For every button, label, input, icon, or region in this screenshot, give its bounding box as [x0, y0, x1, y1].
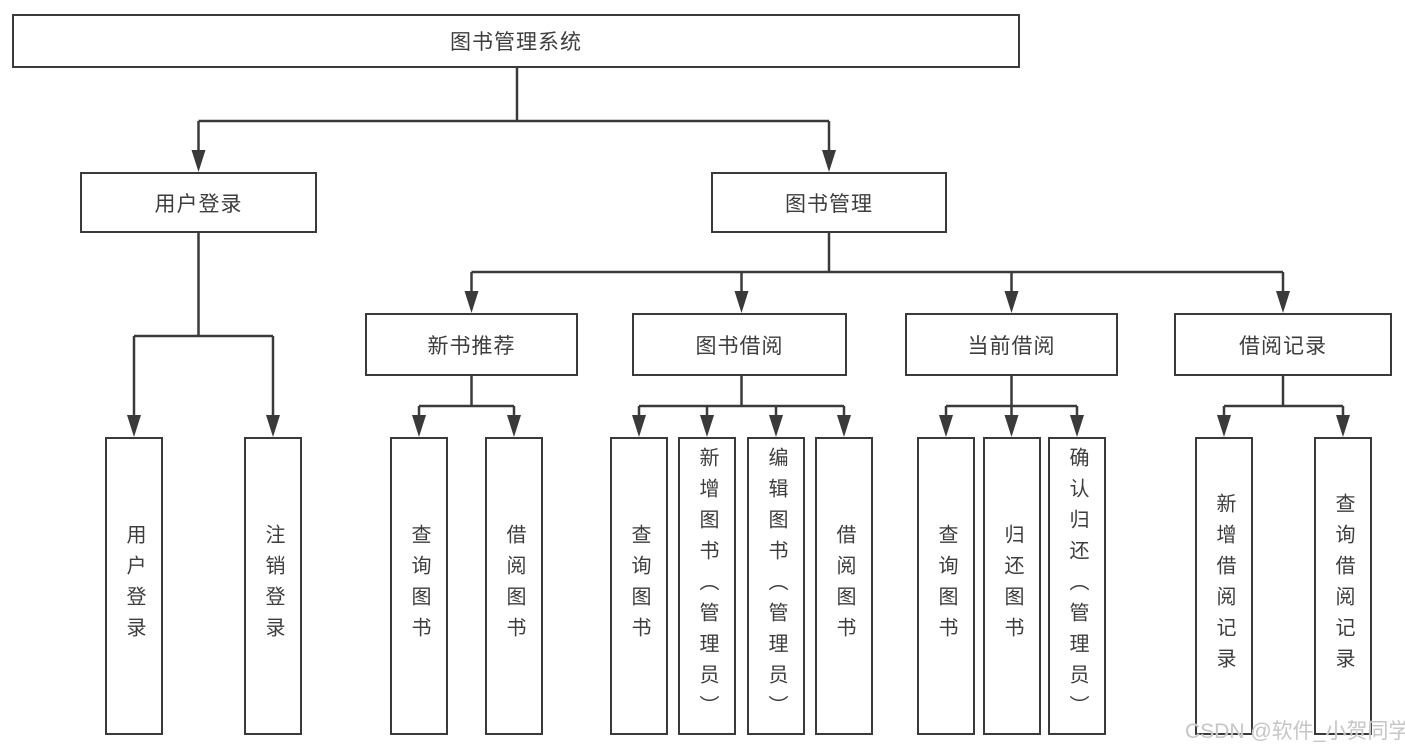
leaf-logout: 注销登录: [244, 437, 302, 735]
leaf-label: 借阅图书: [833, 524, 855, 648]
leaf-label: 归还图书: [1001, 524, 1023, 648]
csdn-watermark: CSDN @软件_小贺同学: [1185, 720, 1405, 743]
node-borrow-records: 借阅记录: [1174, 313, 1392, 376]
node-current-borrow: 当前借阅: [905, 313, 1118, 376]
leaf-label: 注销登录: [262, 524, 284, 648]
leaf-label: 确认归还（管理员）: [1066, 446, 1088, 726]
node-root-system: 图书管理系统: [12, 14, 1020, 68]
node-book-management-branch: 图书管理: [711, 172, 947, 233]
leaf-label: 查询图书: [408, 524, 430, 648]
node-new-book-recommend: 新书推荐: [365, 313, 578, 376]
leaf-borrow-borrow-books: 借阅图书: [815, 437, 873, 735]
leaf-borrow-edit-books-admin: 编辑图书（管理员）: [747, 437, 805, 735]
node-user-login-branch: 用户登录: [80, 172, 317, 233]
leaf-label: 查询图书: [628, 524, 650, 648]
leaf-current-return-books: 归还图书: [983, 437, 1041, 735]
leaf-label: 用户登录: [123, 524, 145, 648]
leaf-user-login: 用户登录: [105, 437, 163, 735]
leaf-label: 编辑图书（管理员）: [765, 446, 787, 726]
leaf-borrow-query-books: 查询图书: [610, 437, 668, 735]
node-book-borrow: 图书借阅: [632, 313, 847, 376]
leaf-label: 新增借阅记录: [1213, 493, 1235, 679]
leaf-borrow-add-books-admin: 新增图书（管理员）: [678, 437, 736, 735]
leaf-recommend-borrow-books: 借阅图书: [485, 437, 543, 735]
leaf-label: 新增图书（管理员）: [696, 446, 718, 726]
leaf-label: 查询图书: [935, 524, 957, 648]
leaf-records-query-record: 查询借阅记录: [1314, 437, 1372, 735]
leaf-recommend-query-books: 查询图书: [390, 437, 448, 735]
leaf-records-add-record: 新增借阅记录: [1195, 437, 1253, 735]
leaf-label: 查询借阅记录: [1332, 493, 1354, 679]
leaf-label: 借阅图书: [503, 524, 525, 648]
leaf-current-confirm-return-admin: 确认归还（管理员）: [1048, 437, 1106, 735]
arrowheads: [127, 150, 1350, 437]
leaf-current-query-books: 查询图书: [917, 437, 975, 735]
